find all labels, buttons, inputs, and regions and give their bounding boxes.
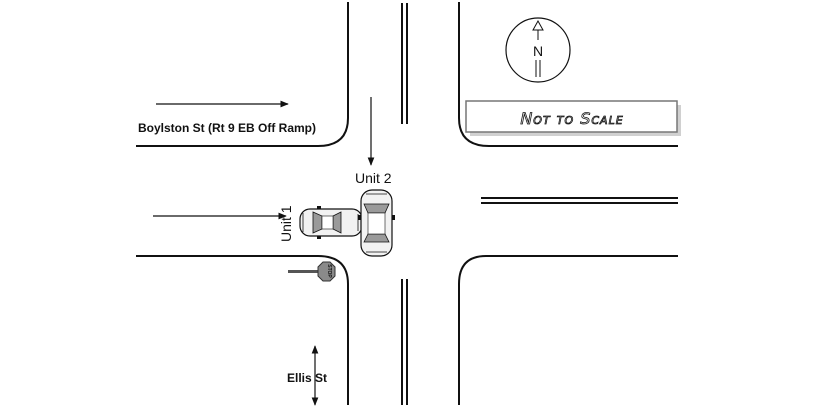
road-edges: [136, 2, 678, 405]
stop-sign-post: [288, 270, 318, 273]
not-to-scale-badge: Not to Scale: [465, 100, 681, 136]
unit-1-label: Unit 1: [278, 205, 294, 242]
boylston-street-label: Boylston St (Rt 9 EB Off Ramp): [138, 121, 316, 135]
ellis-street-label: Ellis St: [287, 371, 327, 385]
unit-2-label: Unit 2: [355, 170, 392, 186]
not-to-scale-text: Not to Scale: [520, 109, 623, 128]
curb-southeast: [458, 255, 678, 405]
travel-arrows: [153, 97, 375, 406]
unit-2-vehicle: [358, 189, 395, 257]
stop-sign: STOP: [288, 261, 336, 282]
compass-ring: [505, 17, 571, 83]
center-lines: [401, 3, 678, 405]
unit-1-vehicle: [299, 206, 363, 239]
curb-southwest: [136, 255, 349, 405]
stop-sign-icon: [317, 261, 336, 282]
north-compass: N: [505, 17, 571, 83]
curb-northwest: [136, 2, 349, 147]
compass-letter: N: [533, 43, 543, 59]
stop-sign-text: STOP: [326, 264, 332, 278]
curb-northeast: [458, 2, 678, 147]
